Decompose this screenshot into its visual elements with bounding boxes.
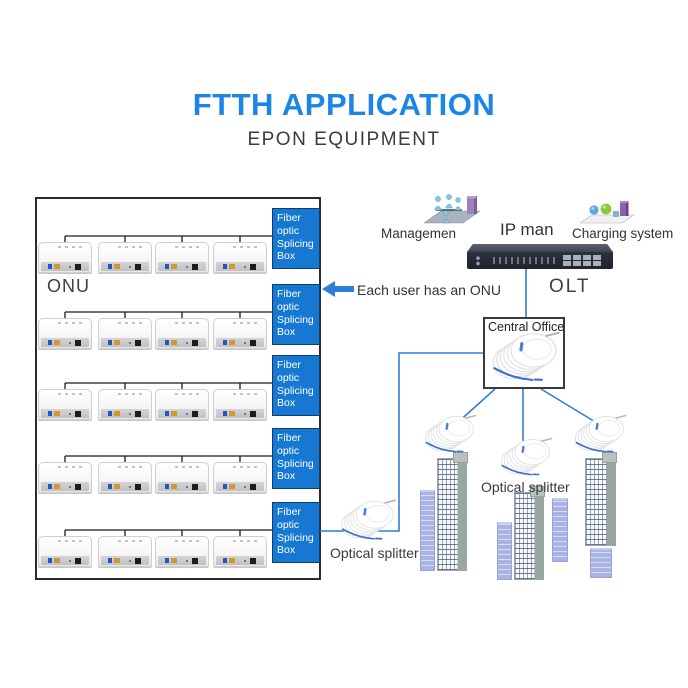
optical-splitter-label-middle: Optical splitter (481, 479, 570, 495)
onu-device (38, 462, 92, 493)
optical-splitter-left (420, 413, 478, 456)
building (437, 452, 468, 571)
building-cluster-right (548, 452, 620, 580)
central-office-label: Central Office (488, 320, 565, 334)
optical-splitter-label-bottom: Optical splitter (330, 545, 419, 561)
onu-device (38, 242, 92, 273)
optical-splitter-middle (496, 436, 554, 479)
fiber-coil-icon (341, 499, 397, 540)
onu-device (213, 242, 267, 273)
fiber-splice-box: Fiber optic Splicing Box (272, 208, 320, 269)
optical-splitter-bottom (336, 498, 398, 543)
fiber-coil-icon (574, 414, 627, 453)
fiber-splice-box: Fiber optic Splicing Box (272, 284, 320, 345)
onu-device (213, 462, 267, 493)
fiber-coil-icon (424, 414, 477, 453)
onu-device (155, 536, 209, 567)
fiber-coil-icon (500, 437, 553, 476)
onu-bus-lines (64, 235, 276, 537)
onu-device (98, 242, 152, 273)
fiber-splice-box: Fiber optic Splicing Box (272, 428, 320, 489)
onu-device (38, 389, 92, 420)
onu-device (98, 389, 152, 420)
onu-device (155, 389, 209, 420)
management-icon (424, 189, 480, 226)
onu-device (213, 389, 267, 420)
onu-device (155, 462, 209, 493)
fiber-splice-box: Fiber optic Splicing Box (272, 502, 320, 563)
onu-device (98, 318, 152, 349)
building (590, 548, 612, 578)
charging-system-label: Charging system (572, 226, 674, 241)
building (585, 452, 617, 546)
olt-switch-front (467, 252, 613, 269)
olt-rj45-ports (563, 255, 601, 266)
onu-device (155, 318, 209, 349)
optical-splitter-right (570, 413, 628, 456)
central-office-fiber-coil (486, 328, 562, 387)
onu-device (155, 242, 209, 273)
olt-switch (467, 244, 613, 270)
onu-device (38, 536, 92, 567)
building-cluster-left (420, 452, 468, 572)
onu-device (213, 318, 267, 349)
management-label: Managemen (381, 226, 457, 241)
ip-management-label: IP man (500, 220, 554, 239)
building (497, 522, 512, 580)
olt-label: OLT (549, 276, 591, 297)
building (514, 486, 545, 580)
onu-device (98, 536, 152, 567)
building (420, 490, 435, 571)
building-cluster-middle (497, 486, 545, 582)
page-title: FTTH APPLICATION (192, 87, 496, 122)
charging-system-icon (580, 195, 634, 226)
central-office-box: Central Office (483, 317, 565, 389)
onu-device (98, 462, 152, 493)
building (552, 498, 568, 562)
page-subtitle: EPON EQUIPMENT (247, 129, 441, 150)
onu-device (38, 318, 92, 349)
onu-label: ONU (47, 276, 90, 296)
olt-switch-top (467, 244, 613, 252)
each-user-note: Each user has an ONU (357, 282, 501, 298)
left-arrow-icon (322, 281, 354, 297)
fiber-splice-box: Fiber optic Splicing Box (272, 355, 320, 416)
onu-device (213, 536, 267, 567)
fiber-coil-icon (492, 331, 560, 382)
